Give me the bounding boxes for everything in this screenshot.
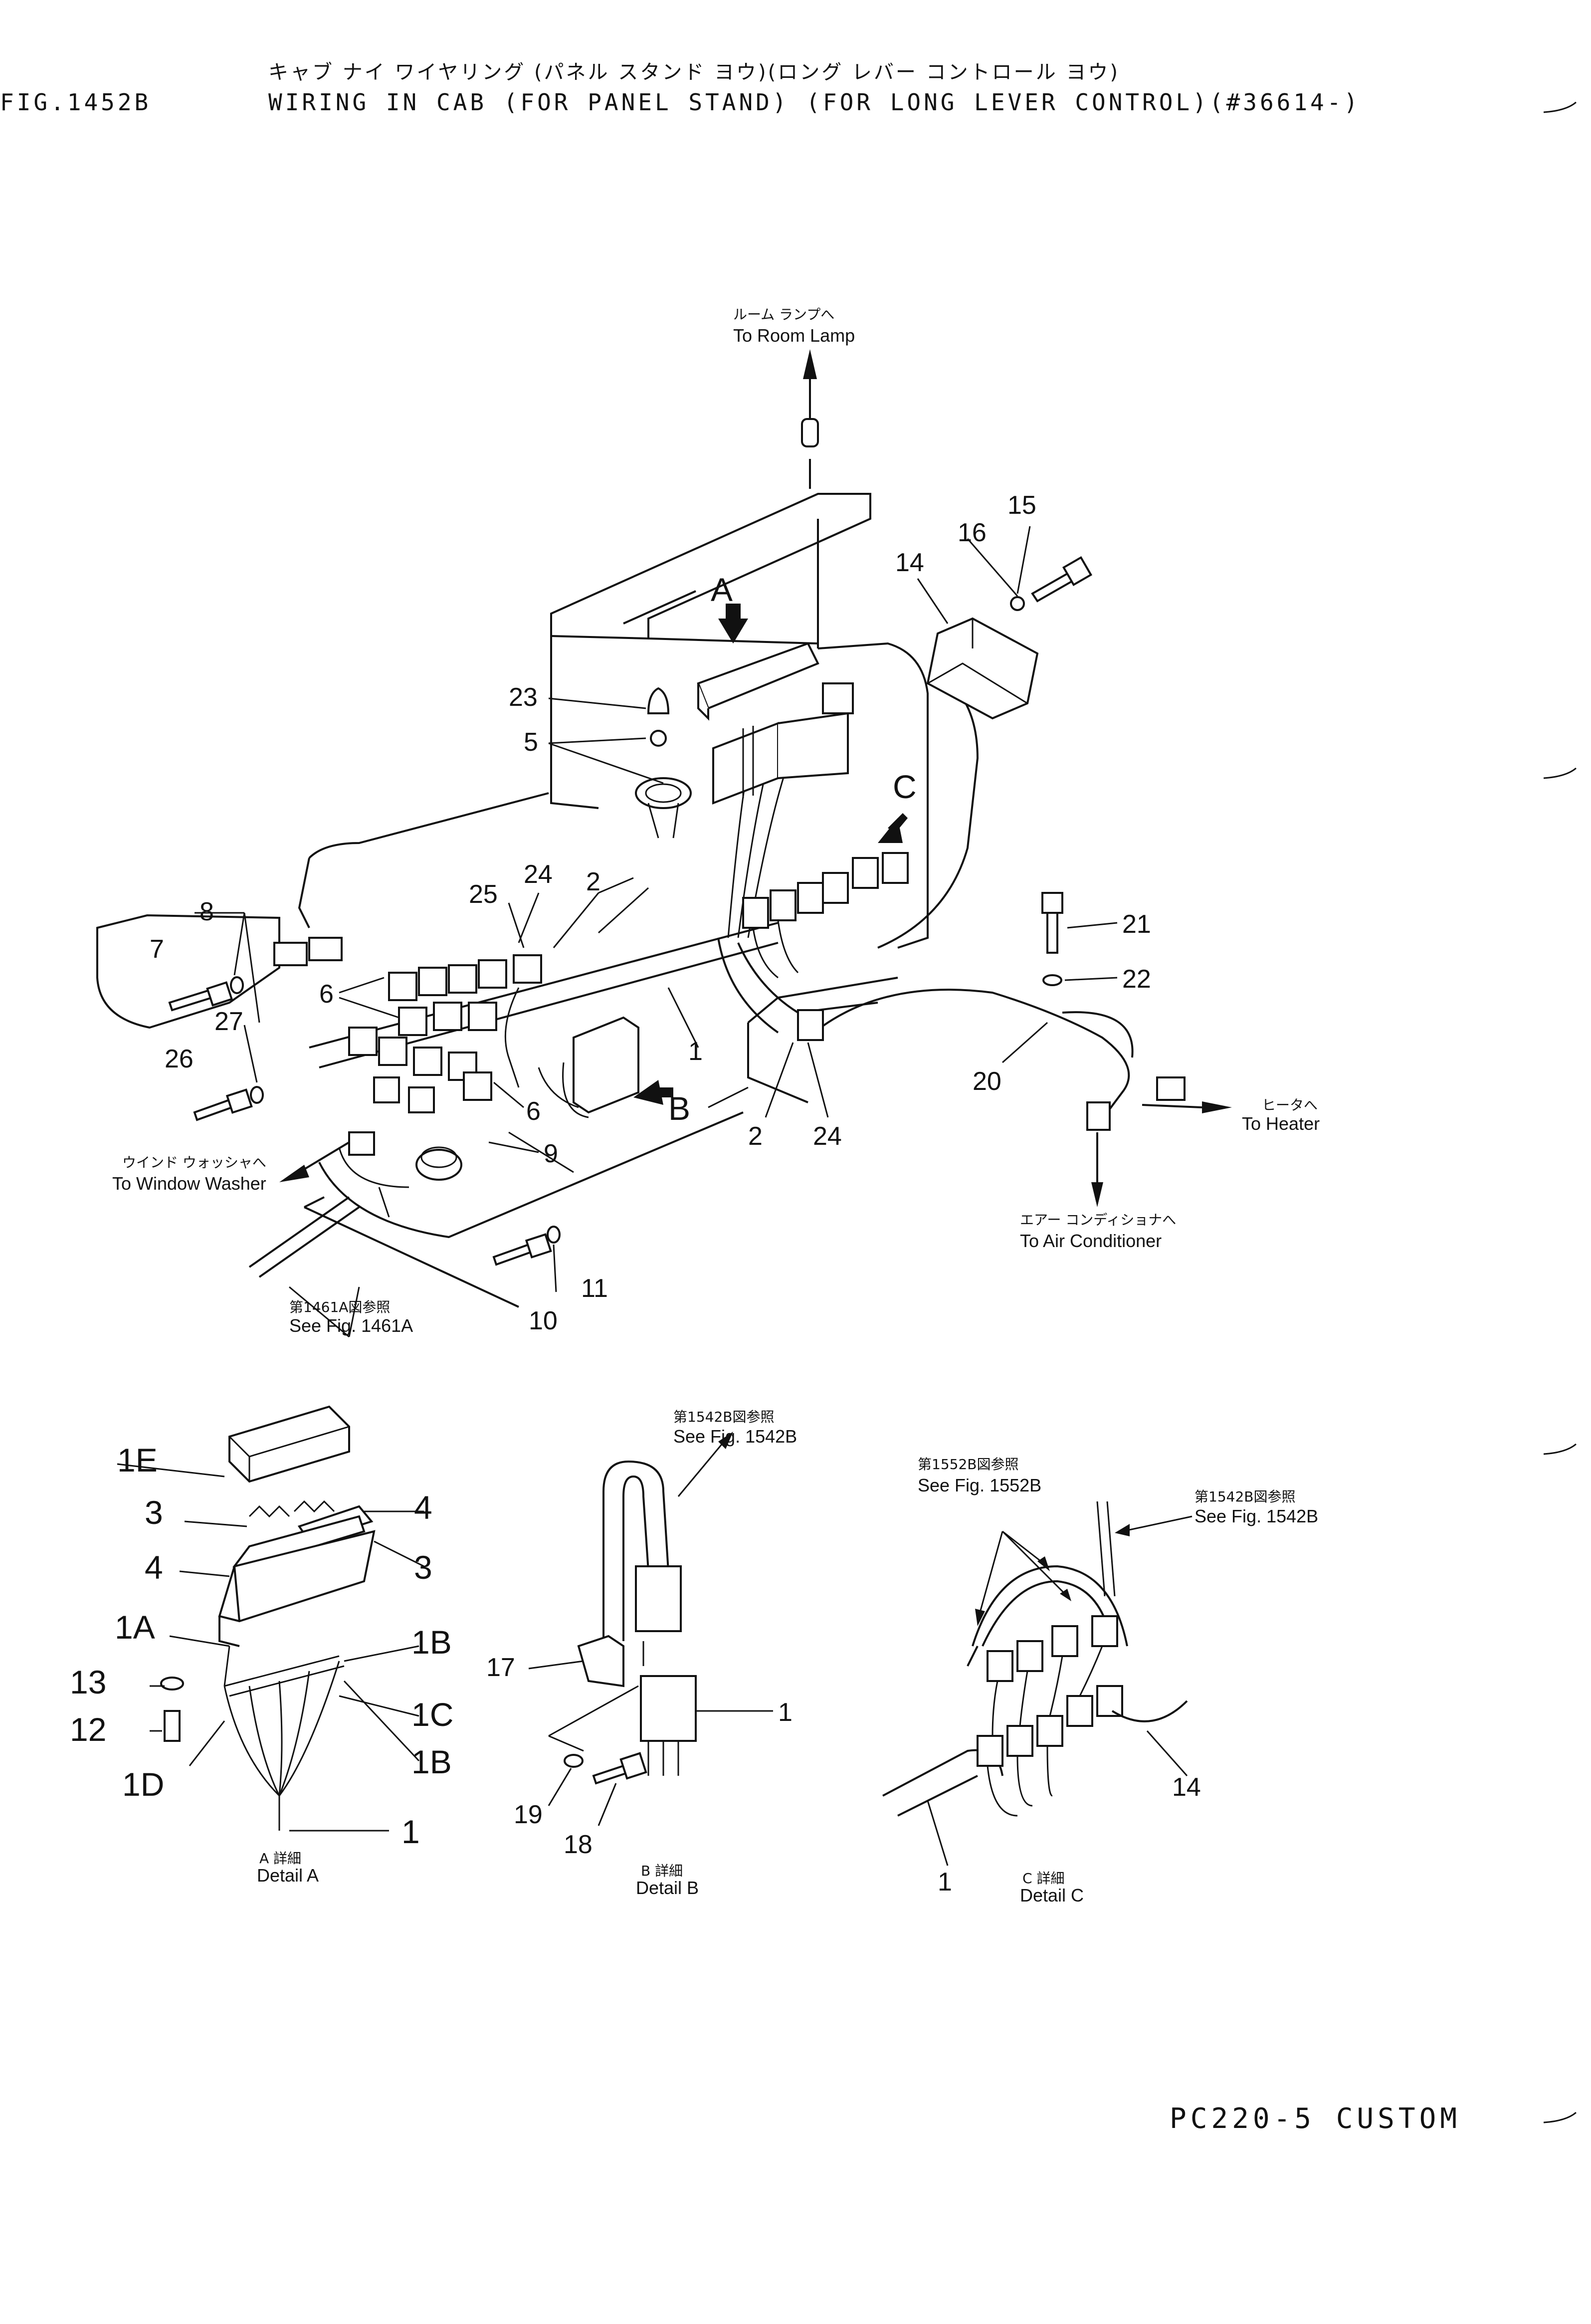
detail-b-label-jp: B 詳細 xyxy=(641,1863,683,1879)
bolt-10 xyxy=(492,1226,561,1266)
view-letter-b: B xyxy=(668,1090,690,1127)
figure-title: WIRING IN CAB (FOR PANEL STAND) (FOR LON… xyxy=(268,89,1361,116)
see-fig-1542b-detail-c-jp: 第1542B図参照 xyxy=(1194,1488,1295,1505)
part-number: 1 xyxy=(688,1037,703,1066)
detail-b-drawing xyxy=(528,1432,773,1826)
part-number: 4 xyxy=(145,1549,163,1586)
part-number: 18 xyxy=(564,1830,593,1859)
air-conditioner-label: To Air Conditioner xyxy=(1020,1231,1162,1251)
part-number: 19 xyxy=(514,1800,543,1829)
bolt-15 xyxy=(1010,556,1093,611)
callout-labels: ルーム ランプへ To Room Lamp ヒータへ To Heater エアー… xyxy=(112,306,1320,1526)
part-number: 1 xyxy=(401,1813,420,1850)
view-arrows xyxy=(279,604,1232,1207)
view-letters: A B C xyxy=(668,571,917,1127)
part-number: 15 xyxy=(1007,491,1036,520)
main-harness xyxy=(248,672,1134,1278)
part-number: 14 xyxy=(895,548,924,577)
part-number: 1B xyxy=(411,1743,452,1780)
window-washer-switch xyxy=(348,1131,462,1181)
detail-c-drawing xyxy=(882,1501,1193,1866)
see-fig-1461a-jp: 第1461A図参照 xyxy=(289,1299,390,1315)
part-number: 23 xyxy=(509,683,538,712)
part-number: 20 xyxy=(973,1067,1001,1096)
part-number: 17 xyxy=(486,1653,515,1682)
part-number: 1E xyxy=(117,1442,158,1479)
bolt-21 xyxy=(1041,892,1063,986)
part-number: 3 xyxy=(145,1494,163,1531)
view-letter-c: C xyxy=(893,768,917,805)
detail-a-drawing xyxy=(117,1405,424,1832)
part-number: 7 xyxy=(150,935,164,964)
part-number: 21 xyxy=(1122,910,1151,939)
detail-a-label: Detail A xyxy=(257,1865,319,1886)
see-fig-1552b-jp: 第1552B図参照 xyxy=(918,1456,1018,1473)
view-letter-a: A xyxy=(711,571,733,608)
window-washer-label-jp: ウインド ウォッシャへ xyxy=(122,1154,266,1171)
see-fig-1542b-detail-c: See Fig. 1542B xyxy=(1194,1506,1318,1526)
part-number: 24 xyxy=(524,860,553,889)
fuse-box xyxy=(697,642,854,805)
part-number: 2 xyxy=(586,867,600,896)
room-lamp-lead xyxy=(801,349,819,489)
part-number: 8 xyxy=(199,897,214,926)
connector-b xyxy=(562,1016,639,1118)
connector-group-c xyxy=(742,852,909,979)
model-name: PC220-5 CUSTOM xyxy=(1170,2103,1461,2135)
main-leader-lines xyxy=(195,526,1118,1338)
part-number: 26 xyxy=(165,1045,194,1073)
air-conditioner-label-jp: エアー コンディショナへ xyxy=(1020,1212,1176,1228)
heater-label-jp: ヒータへ xyxy=(1262,1097,1318,1113)
part-number: 6 xyxy=(319,980,334,1009)
part-number: 11 xyxy=(581,1274,608,1303)
part-number: 1C xyxy=(411,1696,453,1733)
part-number: 24 xyxy=(813,1122,842,1151)
detail-c-label: Detail C xyxy=(1020,1885,1084,1905)
relay-cluster xyxy=(273,937,542,1113)
part-number: 22 xyxy=(1122,965,1151,994)
part-number: 5 xyxy=(524,728,538,757)
part-number: 4 xyxy=(414,1489,432,1526)
part-number: 1A xyxy=(115,1609,155,1646)
part-number: 14 xyxy=(1172,1773,1201,1802)
see-fig-1461a: See Fig. 1461A xyxy=(289,1315,413,1336)
part-number: 1 xyxy=(938,1868,952,1897)
part-number: 27 xyxy=(214,1007,243,1036)
part-number: 1 xyxy=(778,1698,793,1727)
window-washer-label: To Window Washer xyxy=(112,1173,266,1194)
part-number: 12 xyxy=(70,1711,106,1748)
part-number: 1D xyxy=(122,1766,164,1803)
page-edge-marks xyxy=(1543,101,1577,2123)
bolt-7 xyxy=(168,976,244,1012)
see-fig-1542b-detail-b-jp: 第1542B図参照 xyxy=(673,1409,774,1425)
cab-panel-stand xyxy=(96,493,929,1308)
part-number-labels: 15 16 14 23 5 24 2 25 8 7 6 27 26 1 6 9 … xyxy=(70,491,1201,1905)
detail-a-label-jp: A 詳細 xyxy=(259,1850,301,1867)
figure-number: FIG.1452B xyxy=(0,89,152,116)
part-number: 1B xyxy=(411,1624,452,1661)
bolt-26 xyxy=(193,1086,264,1121)
part-number: 25 xyxy=(469,880,498,909)
detail-c-label-jp: C 詳細 xyxy=(1022,1870,1064,1887)
part-number: 3 xyxy=(414,1549,432,1586)
room-lamp-label-jp: ルーム ランプへ xyxy=(733,306,834,323)
see-fig-1552b: See Fig. 1552B xyxy=(918,1475,1041,1495)
part-number: 16 xyxy=(958,518,987,547)
part-number: 13 xyxy=(70,1664,106,1700)
grommet xyxy=(635,687,692,839)
room-lamp-label: To Room Lamp xyxy=(733,325,855,346)
controller-unit xyxy=(926,617,1039,720)
part-number: 10 xyxy=(529,1306,558,1335)
part-number: 9 xyxy=(544,1139,558,1168)
part-number: 2 xyxy=(748,1122,763,1151)
end-connectors xyxy=(797,1009,1186,1131)
see-fig-1542b-detail-b: See Fig. 1542B xyxy=(673,1426,797,1447)
part-number: 6 xyxy=(526,1097,541,1126)
heater-label: To Heater xyxy=(1242,1113,1320,1134)
figure-title-japanese: キャブ ナイ ワイヤリング (パネル スタンド ヨウ)(ロング レバー コントロ… xyxy=(268,61,1120,84)
detail-b-label: Detail B xyxy=(636,1878,699,1898)
